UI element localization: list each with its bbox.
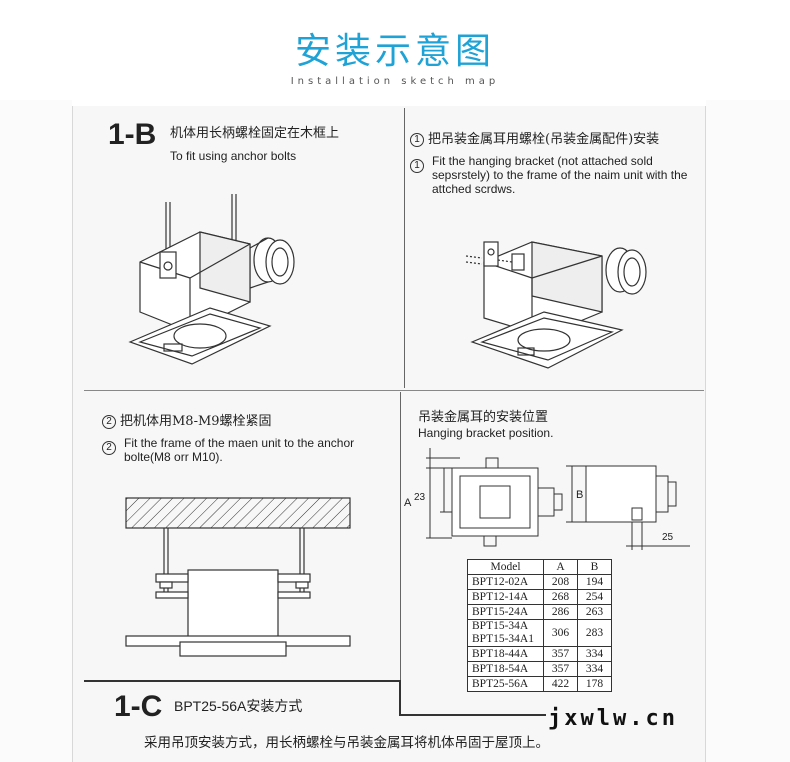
panel-1c-note: 采用吊顶安装方式，用长柄螺栓与吊装金属耳将机体吊固于屋顶上。 bbox=[144, 735, 549, 751]
table-row: BPT12-14A 268 254 bbox=[467, 589, 612, 605]
step2-marker-en-row: 2 bbox=[102, 437, 120, 456]
dim-b-label: B bbox=[576, 489, 583, 501]
dim-25-label: 25 bbox=[662, 532, 674, 543]
table-row: BPT18-54A 357 334 bbox=[467, 661, 612, 677]
table-row: BPT15-34A BPT15-34A1 306 283 bbox=[467, 619, 612, 647]
panel-1c-code: 1-C bbox=[114, 690, 163, 723]
panel-1b-en: To fit using anchor bolts bbox=[170, 149, 297, 163]
illustration-step2 bbox=[125, 497, 351, 657]
step1-marker-en: 1 bbox=[410, 158, 424, 173]
step2-cn: 2 把机体用M8-M9螺栓紧固 bbox=[102, 410, 272, 429]
table-row: BPT12-02A 208 194 bbox=[467, 574, 612, 590]
step2-en: Fit the frame of the maen unit to the an… bbox=[124, 436, 355, 464]
step1-marker-en-row: 1 bbox=[410, 155, 428, 174]
background-left bbox=[0, 100, 72, 762]
step2-marker: 2 bbox=[102, 414, 116, 429]
spec-table: Model A B BPT12-02A 208 194 BPT12-14A 26… bbox=[467, 559, 612, 692]
step1-marker: 1 bbox=[410, 132, 424, 147]
bracket-cn: 吊装金属耳的安装位置 bbox=[418, 410, 549, 425]
page-subtitle: Installation sketch map bbox=[290, 76, 500, 87]
divider-horizontal-mid bbox=[84, 390, 704, 391]
bracket-en: Hanging bracket position. bbox=[418, 426, 554, 440]
panel-1c-label: BPT25-56A安装方式 bbox=[174, 698, 303, 714]
spec-table-header-row: Model A B bbox=[467, 559, 612, 575]
divider-vertical-bottom bbox=[400, 392, 401, 714]
divider-1c-step bbox=[400, 714, 546, 716]
divider-1c-top bbox=[84, 680, 400, 682]
watermark: jxwlw.cn bbox=[548, 706, 678, 731]
col-a: A bbox=[543, 559, 578, 575]
panel-1b-cn: 机体用长柄螺栓固定在木框上 bbox=[170, 126, 340, 141]
step1-en: Fit the hanging bracket (not attached so… bbox=[432, 154, 688, 196]
step1-cn-text: 把吊装金属耳用螺栓(吊装金属配件)安装 bbox=[428, 132, 660, 147]
background-right bbox=[706, 100, 790, 762]
step2-marker-en: 2 bbox=[102, 440, 116, 455]
illustration-step1 bbox=[465, 241, 647, 369]
illustration-1b bbox=[128, 194, 295, 365]
header: 安装示意图 Installation sketch map bbox=[0, 0, 790, 100]
table-row: BPT25-56A 422 178 bbox=[467, 676, 612, 692]
table-row: BPT15-24A 286 263 bbox=[467, 604, 612, 620]
divider-vertical-top bbox=[404, 108, 405, 388]
panel-1b-code: 1-B bbox=[108, 118, 157, 151]
table-row: BPT18-44A 357 334 bbox=[467, 646, 612, 662]
step2-cn-text: 把机体用M8-M9螺栓紧固 bbox=[120, 414, 272, 429]
divider-1c-vert bbox=[399, 680, 401, 716]
step1-cn: 1 把吊装金属耳用螺栓(吊装金属配件)安装 bbox=[410, 128, 659, 147]
dim-a-label: A bbox=[404, 497, 412, 509]
illustration-bracket-position: A 23 B 25 bbox=[404, 448, 690, 550]
page-title: 安装示意图 bbox=[294, 31, 495, 72]
dim-23-label: 23 bbox=[414, 492, 426, 503]
col-model: Model bbox=[467, 559, 544, 575]
col-b: B bbox=[577, 559, 612, 575]
